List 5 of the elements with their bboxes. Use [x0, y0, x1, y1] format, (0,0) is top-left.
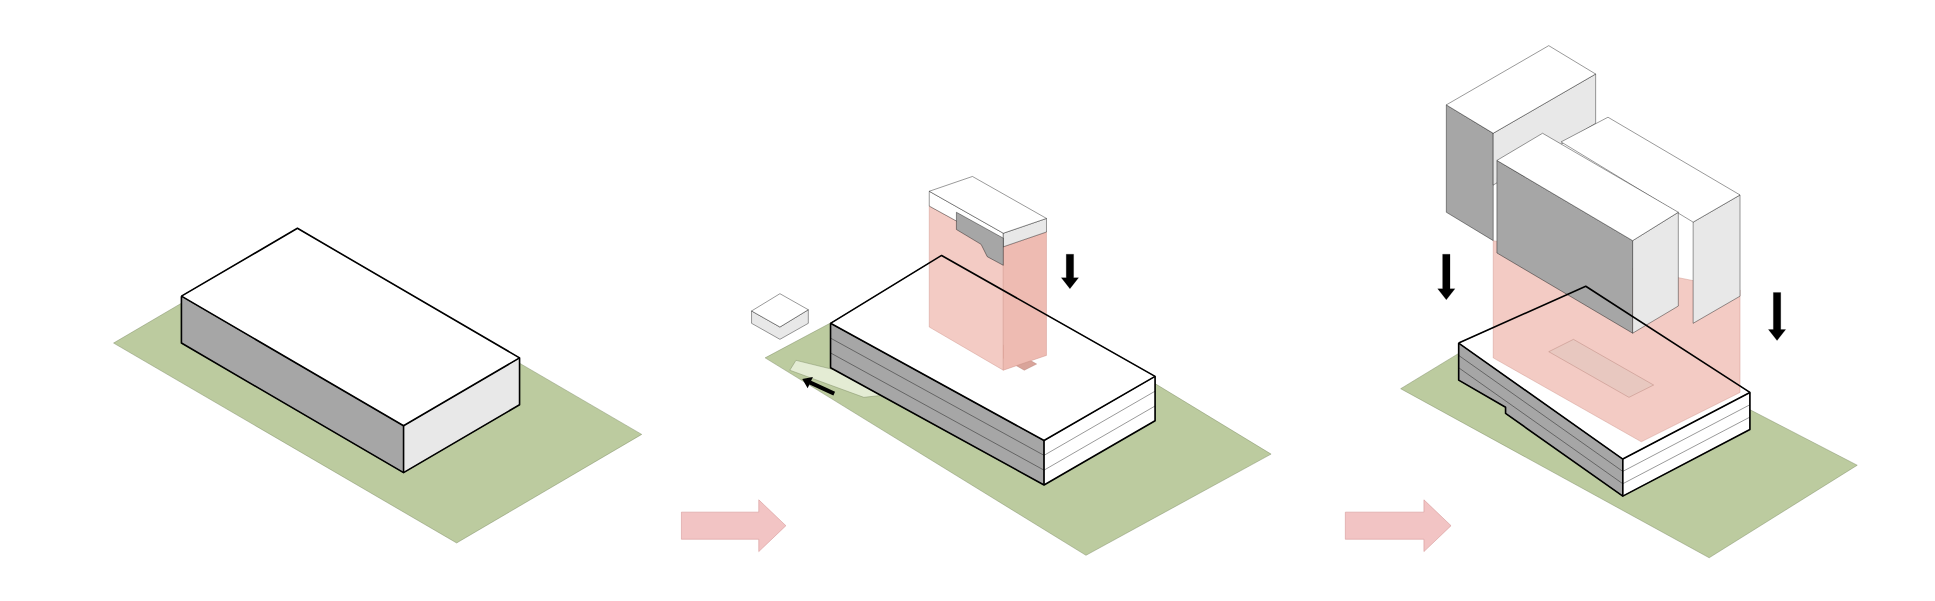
picture	[1400, 45, 1858, 558]
picture	[113, 227, 642, 544]
picture	[751, 176, 1272, 556]
arrow	[1345, 499, 1452, 552]
arrow	[681, 499, 787, 552]
